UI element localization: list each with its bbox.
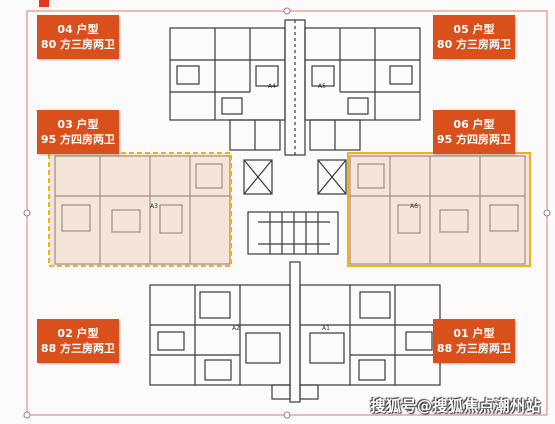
plan-tag-a2: A2 bbox=[232, 325, 240, 332]
unit-04-plan bbox=[169, 27, 286, 151]
label-unit-01: 01 户型 88 方三房两卫 bbox=[433, 319, 515, 363]
label-unit-06-spec: 95 方四房两卫 bbox=[436, 133, 512, 146]
unit-01-plan bbox=[299, 284, 441, 400]
label-unit-02-type: 02 户型 bbox=[57, 327, 99, 340]
label-unit-05: 05 户型 80 方三房两卫 bbox=[433, 15, 515, 59]
core-corridor-bottom bbox=[289, 261, 301, 403]
label-unit-06: 06 户型 95 方四房两卫 bbox=[433, 110, 515, 154]
frame-handle-left bbox=[23, 209, 31, 217]
frame-handle-bottom bbox=[283, 411, 291, 419]
plan-tag-a6: A6 bbox=[410, 203, 418, 210]
unit-06-highlight bbox=[347, 152, 531, 267]
watermark: 搜狐号@搜狐焦点潮州站 bbox=[370, 397, 541, 415]
label-unit-04-spec: 80 方三房两卫 bbox=[40, 38, 116, 51]
unit-02-plan bbox=[149, 284, 291, 400]
label-unit-03-spec: 95 方四房两卫 bbox=[40, 133, 116, 146]
label-unit-01-spec: 88 方三房两卫 bbox=[436, 342, 512, 355]
plan-tag-a3: A3 bbox=[150, 203, 158, 210]
plan-tag-a4: A4 bbox=[268, 83, 276, 90]
elevator-core bbox=[243, 159, 347, 255]
label-unit-06-type: 06 户型 bbox=[453, 118, 495, 131]
label-unit-04-type: 04 户型 bbox=[57, 23, 99, 36]
label-unit-02: 02 户型 88 方三房两卫 bbox=[37, 319, 119, 363]
label-unit-04: 04 户型 80 方三房两卫 bbox=[37, 15, 119, 59]
frame-handle-right bbox=[543, 209, 551, 217]
label-unit-02-spec: 88 方三房两卫 bbox=[40, 342, 116, 355]
label-unit-05-spec: 80 方三房两卫 bbox=[436, 38, 512, 51]
label-unit-03: 03 户型 95 方四房两卫 bbox=[37, 110, 119, 154]
label-unit-05-type: 05 户型 bbox=[453, 23, 495, 36]
unit-03-highlight bbox=[48, 152, 232, 267]
frame-handle-top bbox=[283, 7, 291, 15]
plan-tag-a1: A1 bbox=[322, 325, 330, 332]
label-unit-03-type: 03 户型 bbox=[57, 118, 99, 131]
frame-handle-bottom-left bbox=[23, 411, 31, 419]
corner-marker bbox=[39, 0, 49, 7]
plan-tag-a5: A5 bbox=[318, 83, 326, 90]
label-unit-01-type: 01 户型 bbox=[453, 327, 495, 340]
